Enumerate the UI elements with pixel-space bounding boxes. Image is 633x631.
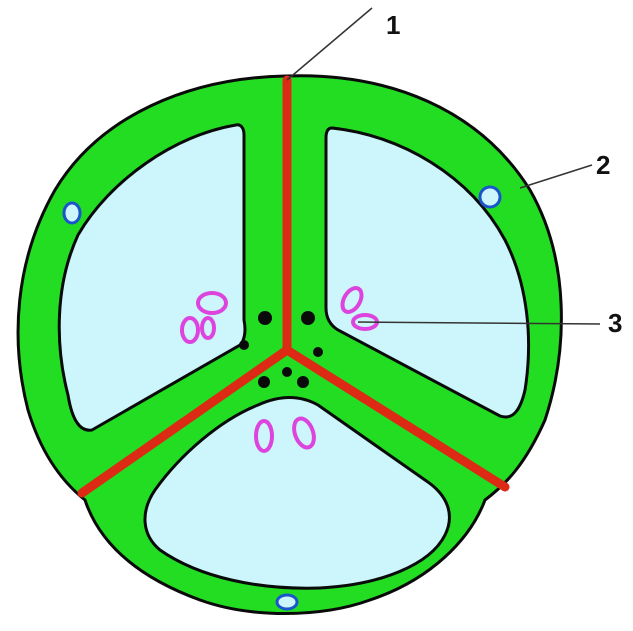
vascular-bundle-right [480, 187, 500, 207]
vascular-bundle-bottom [277, 595, 297, 609]
placenta-dot [282, 367, 292, 377]
leader-line-1 [287, 8, 372, 80]
placenta-dot [239, 340, 249, 350]
callout-label-2: 2 [596, 152, 610, 178]
vascular-bundle-left [64, 203, 80, 223]
callout-label-1: 1 [386, 12, 400, 38]
placenta-dot [297, 376, 309, 388]
callout-label-3: 3 [608, 310, 622, 336]
placenta-dot [258, 376, 270, 388]
placenta-dot [313, 347, 323, 357]
placenta-dot [301, 311, 315, 325]
leader-line-2 [520, 165, 592, 188]
placenta-dot [258, 311, 272, 325]
